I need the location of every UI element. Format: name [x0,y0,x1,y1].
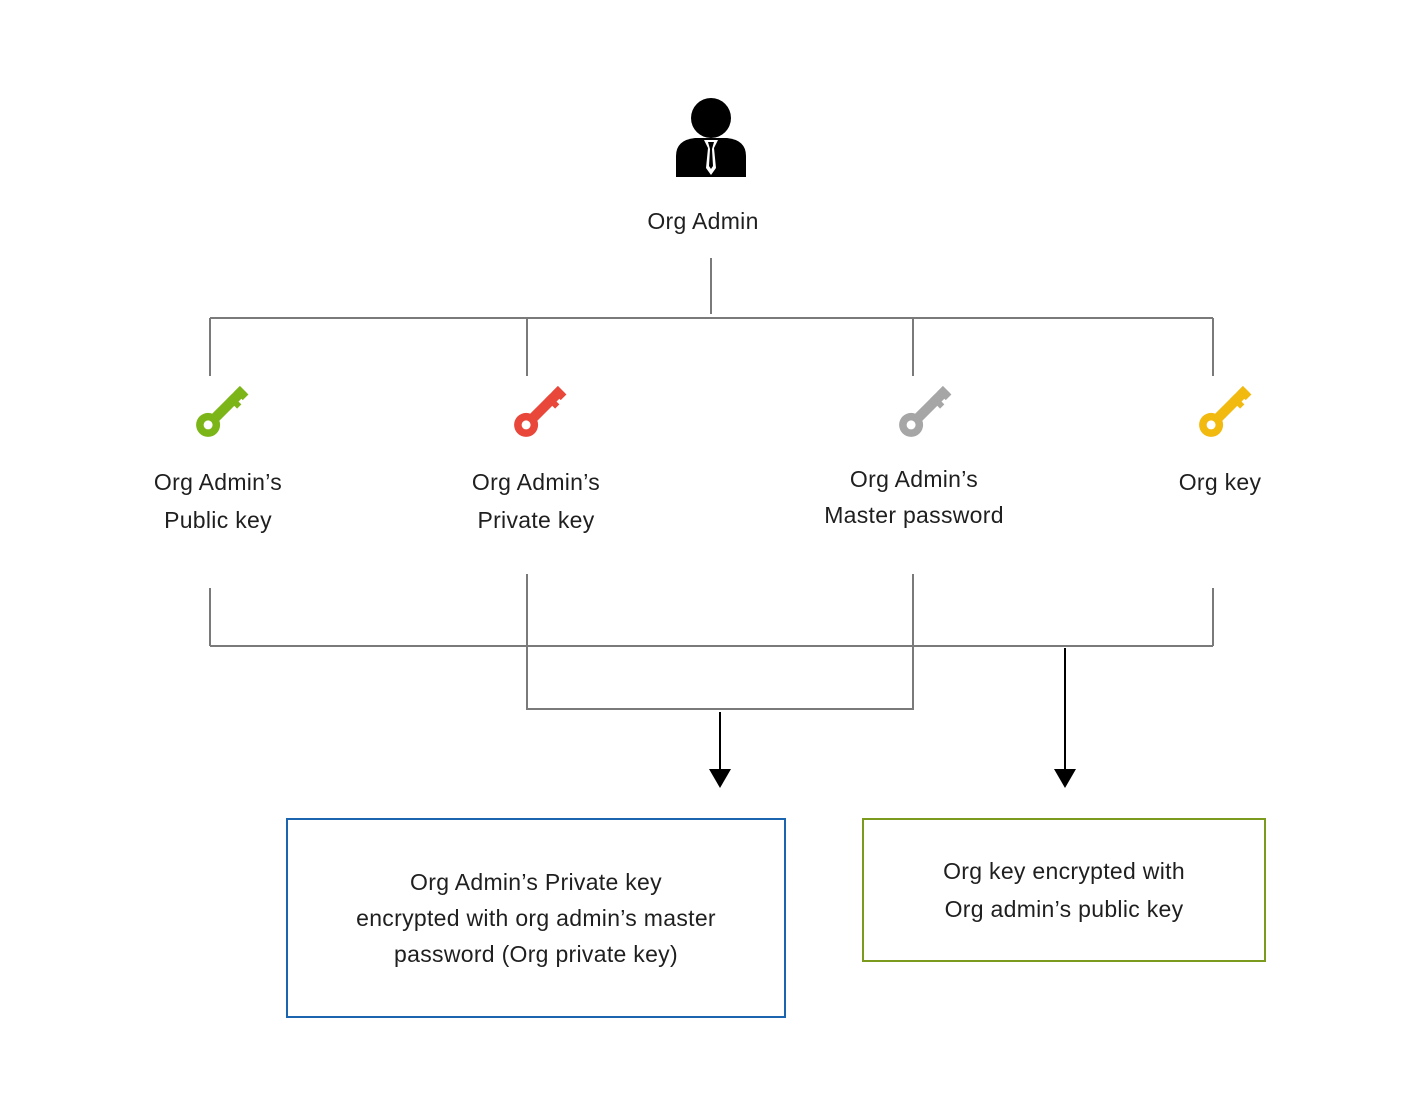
org-private-key-box-line-1: Org Admin’s Private key [410,869,662,895]
private-key-label: Org Admin’s Private key [416,463,656,539]
encrypted-org-key-box-line-2: Org admin’s public key [944,896,1184,922]
key-icon-master-password [899,386,952,437]
key-icon-public [196,386,249,437]
encrypted-org-key-box-text: Org key encrypted with Org admin’s publi… [943,852,1185,928]
org-private-key-box-line-2: encrypted with org admin’s master [356,905,716,931]
private-key-label-line-2: Private key [477,507,595,533]
encrypted-org-key-box-line-1: Org key encrypted with [943,858,1185,884]
org-private-key-box-line-3: password (Org private key) [394,941,678,967]
private-key-label-line-1: Org Admin’s [471,469,601,495]
key-icon-private [514,386,567,437]
encrypted-org-key-box: Org key encrypted with Org admin’s publi… [862,818,1266,962]
master-password-label-line-1: Org Admin’s [849,466,979,492]
master-password-label-line-2: Master password [824,502,1004,528]
org-key-label: Org key [1130,463,1310,501]
org-key-label-line-1: Org key [1178,469,1262,495]
key-icon-org [1199,386,1252,437]
admin-label-text: Org Admin [647,208,759,234]
admin-label: Org Admin [603,202,803,240]
public-key-label-line-2: Public key [164,507,272,533]
top-connectors [209,258,1214,376]
public-key-label-line-1: Org Admin’s [153,469,283,495]
org-private-key-box-text: Org Admin’s Private key encrypted with o… [356,864,716,972]
arrow-to-private-key-box [709,712,731,788]
arrow-to-org-key-box [1054,648,1076,788]
master-password-label: Org Admin’s Master password [784,461,1044,533]
org-private-key-box: Org Admin’s Private key encrypted with o… [286,818,786,1018]
bottom-connectors [209,574,1214,710]
admin-user-icon [676,98,746,177]
public-key-label: Org Admin’s Public key [98,463,338,539]
